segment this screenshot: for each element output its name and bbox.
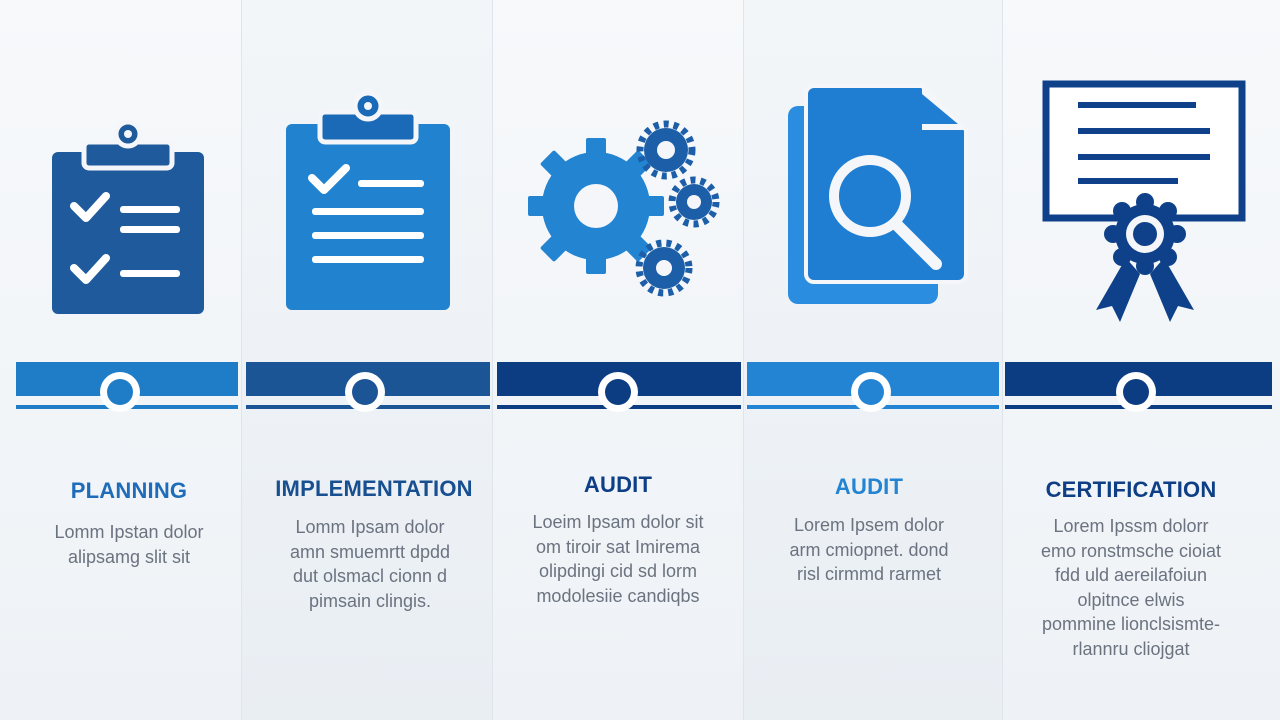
description-line: amn smuemrtt dpdd: [289, 541, 451, 562]
description-line: risl cirmmd rarmet: [797, 564, 941, 584]
clipboard-checklist-icon: [52, 119, 204, 314]
stage-title-implementation: IMPLEMENTATION: [275, 476, 473, 501]
description-line: Lomm Ipsam dolor: [295, 517, 445, 537]
description-line: fdd uld aereilafoiun: [1054, 565, 1208, 585]
stage-title-planning: PLANNING: [70, 478, 188, 503]
timeline-node-5: [1123, 379, 1149, 405]
certificate-ribbon-icon: [1042, 80, 1246, 322]
description-line: emo ronstmsche cioiat: [1040, 540, 1222, 561]
stage-description-certification: Lorem Ipssm dolorr emo ronstmsche cioiat…: [1003, 514, 1259, 661]
stage-description-planning: Lomm Ipstan dolor alipsamg slit sit: [0, 520, 258, 569]
description-line: pommine lionclsismte-: [1041, 614, 1221, 634]
description-line: Lorem Ipsem dolor: [793, 515, 945, 535]
stage-description-audit-2: Lorem Ipsem dolor arm cmiopnet. dond ris…: [744, 513, 994, 587]
timeline-node-2: [352, 379, 378, 405]
stage-title-certification: CERTIFICATION: [1045, 477, 1217, 502]
description-line: arm cmiopnet. dond: [789, 539, 949, 560]
description-line: rlannru cliojgat: [1072, 638, 1190, 659]
description-line: Loeim Ipsam dolor sit: [532, 512, 704, 532]
timeline-node-1: [107, 379, 133, 405]
description-line: pimsain clingis.: [308, 590, 432, 611]
stage-title-audit-1: AUDIT: [583, 472, 653, 497]
stage-panel-audit-1: [493, 0, 744, 720]
description-line: olpitnce elwis: [1077, 589, 1185, 610]
description-line: dut olsmacl cionn d: [292, 566, 448, 586]
description-line: Lorem Ipssm dolorr: [1053, 516, 1209, 536]
stage-panel-planning: [0, 0, 242, 720]
description-line: olipdingi cid sd lorm: [538, 561, 698, 581]
timeline-node-4: [858, 379, 884, 405]
timeline-node-3: [605, 379, 631, 405]
description-line: modolesiie candiqbs: [536, 585, 700, 606]
gears-icon: [528, 120, 720, 297]
document-search-icon: [788, 84, 968, 304]
stage-description-audit-1: Loeim Ipsam dolor sit om tiroir sat Imir…: [493, 510, 743, 608]
stage-title-audit-2: AUDIT: [834, 474, 904, 499]
description-line: om tiroir sat Imirema: [535, 536, 701, 557]
description-line: alipsamg slit sit: [67, 546, 191, 567]
stage-description-implementation: Lomm Ipsam dolor amn smuemrtt dpdd dut o…: [245, 515, 495, 613]
clipboard-list-icon: [286, 90, 450, 310]
description-line: Lomm Ipstan dolor: [54, 522, 204, 542]
